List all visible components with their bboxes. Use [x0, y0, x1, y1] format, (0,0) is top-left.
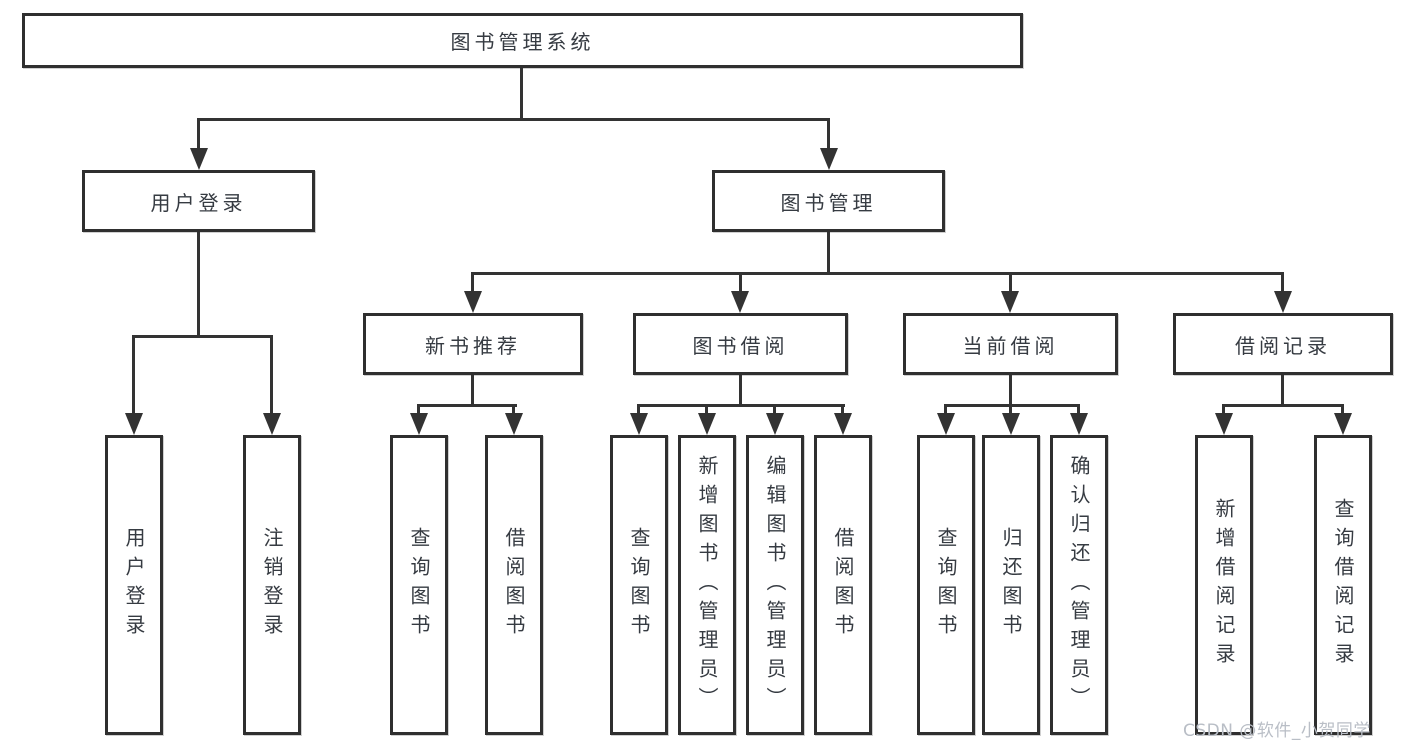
leaf-add-borrow-record-label: 新增借阅记录 [1212, 498, 1236, 672]
connector-line [1341, 404, 1344, 416]
arrowhead-down-icon [505, 413, 523, 435]
arrowhead-down-icon [834, 413, 852, 435]
connector-line [417, 404, 517, 407]
leaf-edit-book-admin: 编辑图书（管理员） [746, 435, 804, 735]
connector-line [773, 404, 776, 416]
arrowhead-down-icon [1002, 413, 1020, 435]
leaf-borrow-book: 借阅图书 [814, 435, 872, 735]
connector-line [944, 404, 947, 416]
connector-line [520, 68, 523, 118]
arrowhead-down-icon [464, 291, 482, 313]
leaf-confirm-return-admin-label: 确认归还（管理员） [1067, 454, 1091, 716]
arrowhead-down-icon [630, 413, 648, 435]
arrowhead-down-icon [263, 413, 281, 435]
connector-line [705, 404, 708, 416]
arrowhead-down-icon [1274, 291, 1292, 313]
connector-line [471, 272, 474, 294]
node-user-login: 用户登录 [82, 170, 315, 232]
arrowhead-down-icon [766, 413, 784, 435]
node-new-book-recommend: 新书推荐 [363, 313, 583, 375]
connector-line [1281, 375, 1284, 407]
leaf-query-book-borrow-label: 查询图书 [627, 527, 651, 643]
leaf-user-login-label: 用户登录 [122, 527, 146, 643]
node-book-borrow-label: 图书借阅 [692, 333, 789, 358]
connector-line [827, 118, 830, 152]
node-borrow-records: 借阅记录 [1173, 313, 1393, 375]
leaf-borrow-book-label: 借阅图书 [831, 527, 855, 643]
connector-line [637, 404, 845, 407]
leaf-query-book-recommend-label: 查询图书 [407, 527, 431, 643]
connector-line [739, 272, 742, 294]
leaf-query-borrow-record-label: 查询借阅记录 [1331, 498, 1355, 672]
leaf-query-borrow-record: 查询借阅记录 [1314, 435, 1372, 735]
arrowhead-down-icon [1334, 413, 1352, 435]
connector-line [512, 404, 515, 416]
connector-line [197, 118, 200, 152]
csdn-watermark: CSDN @软件_小贺同学 [1183, 721, 1371, 741]
leaf-query-book-borrow: 查询图书 [610, 435, 668, 735]
connector-line [197, 118, 830, 121]
arrowhead-down-icon [125, 413, 143, 435]
leaf-add-book-admin: 新增图书（管理员） [678, 435, 736, 735]
node-user-login-label: 用户登录 [150, 190, 247, 215]
leaf-borrow-book-recommend-label: 借阅图书 [502, 527, 526, 643]
leaf-add-book-admin-label: 新增图书（管理员） [695, 454, 719, 716]
leaf-return-book: 归还图书 [982, 435, 1040, 735]
arrowhead-down-icon [1070, 413, 1088, 435]
node-root-label: 图书管理系统 [450, 30, 595, 54]
connector-line [471, 375, 474, 407]
leaf-borrow-book-recommend: 借阅图书 [485, 435, 543, 735]
connector-line [944, 404, 1080, 407]
node-current-borrow: 当前借阅 [903, 313, 1118, 375]
node-root: 图书管理系统 [22, 13, 1023, 68]
leaf-edit-book-admin-label: 编辑图书（管理员） [763, 454, 787, 716]
leaf-return-book-label: 归还图书 [999, 527, 1023, 643]
arrowhead-down-icon [410, 413, 428, 435]
connector-line [1009, 404, 1012, 416]
arrowhead-down-icon [1001, 291, 1019, 313]
connector-line [739, 375, 742, 407]
arrowhead-down-icon [1215, 413, 1233, 435]
node-current-borrow-label: 当前借阅 [962, 333, 1059, 358]
connector-line [132, 335, 273, 338]
connector-line [417, 404, 420, 416]
connector-line [1009, 375, 1012, 407]
connector-line [841, 404, 844, 416]
arrowhead-down-icon [937, 413, 955, 435]
node-book-management-label: 图书管理 [780, 190, 877, 215]
connector-line [1281, 272, 1284, 294]
connector-line [1222, 404, 1344, 407]
arrowhead-down-icon [820, 148, 838, 170]
leaf-add-borrow-record: 新增借阅记录 [1195, 435, 1253, 735]
connector-line [827, 232, 830, 275]
leaf-query-book-current-label: 查询图书 [934, 527, 958, 643]
connector-line [1009, 272, 1012, 294]
node-book-borrow: 图书借阅 [633, 313, 848, 375]
connector-line [471, 272, 1284, 275]
connector-line [1222, 404, 1225, 416]
arrowhead-down-icon [190, 148, 208, 170]
leaf-logout-label: 注销登录 [260, 527, 284, 643]
leaf-query-book-recommend: 查询图书 [390, 435, 448, 735]
connector-line [132, 335, 135, 417]
arrowhead-down-icon [698, 413, 716, 435]
node-new-book-recommend-label: 新书推荐 [425, 333, 521, 358]
arrowhead-down-icon [731, 291, 749, 313]
connector-line [270, 335, 273, 417]
leaf-logout: 注销登录 [243, 435, 301, 735]
node-borrow-records-label: 借阅记录 [1235, 333, 1331, 358]
leaf-query-book-current: 查询图书 [917, 435, 975, 735]
connector-line [1077, 404, 1080, 416]
leaf-user-login: 用户登录 [105, 435, 163, 735]
node-book-management: 图书管理 [712, 170, 945, 232]
leaf-confirm-return-admin: 确认归还（管理员） [1050, 435, 1108, 735]
connector-line [197, 232, 200, 338]
connector-line [637, 404, 640, 416]
